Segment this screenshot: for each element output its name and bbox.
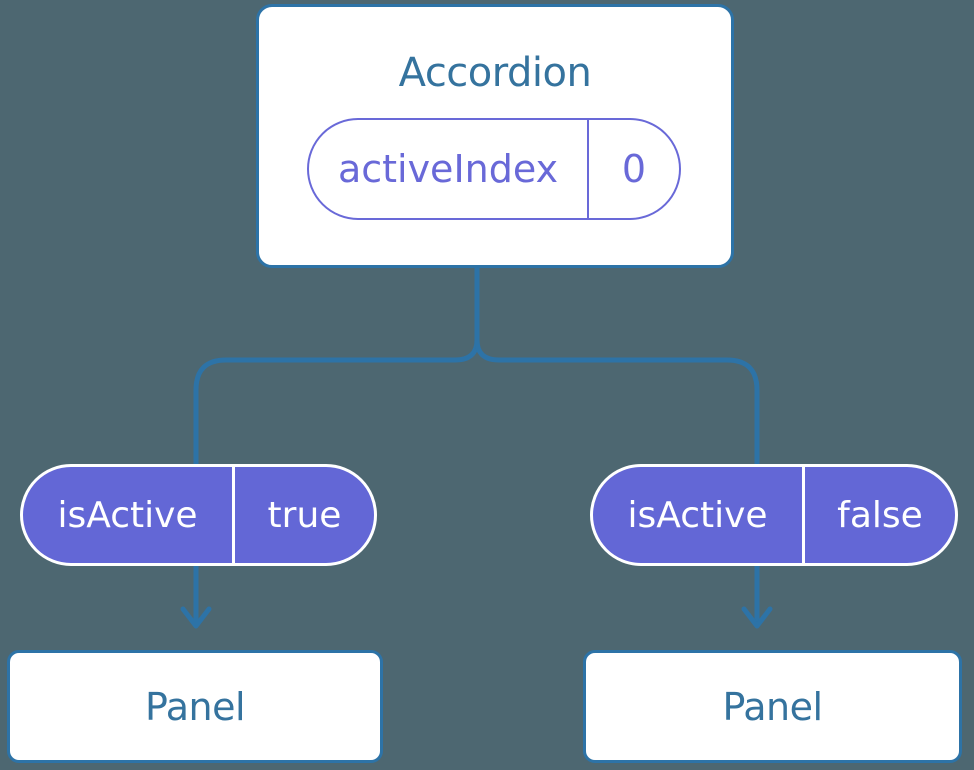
prop-pill-divider [232,467,235,563]
panel-node-title: Panel [144,684,246,729]
state-pill-divider [587,120,589,218]
prop-value-label: true [267,494,342,536]
arrow-down-icon-left [180,606,212,629]
prop-name-label: isActive [57,494,198,536]
connector-left-branch [193,266,480,622]
arrow-down-icon-right [741,606,773,629]
accordion-node-title: Accordion [398,50,592,96]
prop-value-label: false [837,494,923,536]
panel-node-left: Panel [7,650,383,763]
panel-node-right: Panel [583,650,962,763]
prop-pill-divider [802,467,805,563]
state-pill-activeindex: activeIndex 0 [307,118,681,220]
state-name-label: activeIndex [337,147,559,191]
connector-right-branch [474,339,760,622]
prop-pill-isactive-false: isActive false [590,464,958,566]
prop-name-label: isActive [627,494,768,536]
accordion-node: Accordion activeIndex 0 [256,4,734,268]
state-value-label: 0 [621,147,647,191]
panel-node-title: Panel [722,684,823,729]
prop-pill-isactive-true: isActive true [20,464,377,566]
